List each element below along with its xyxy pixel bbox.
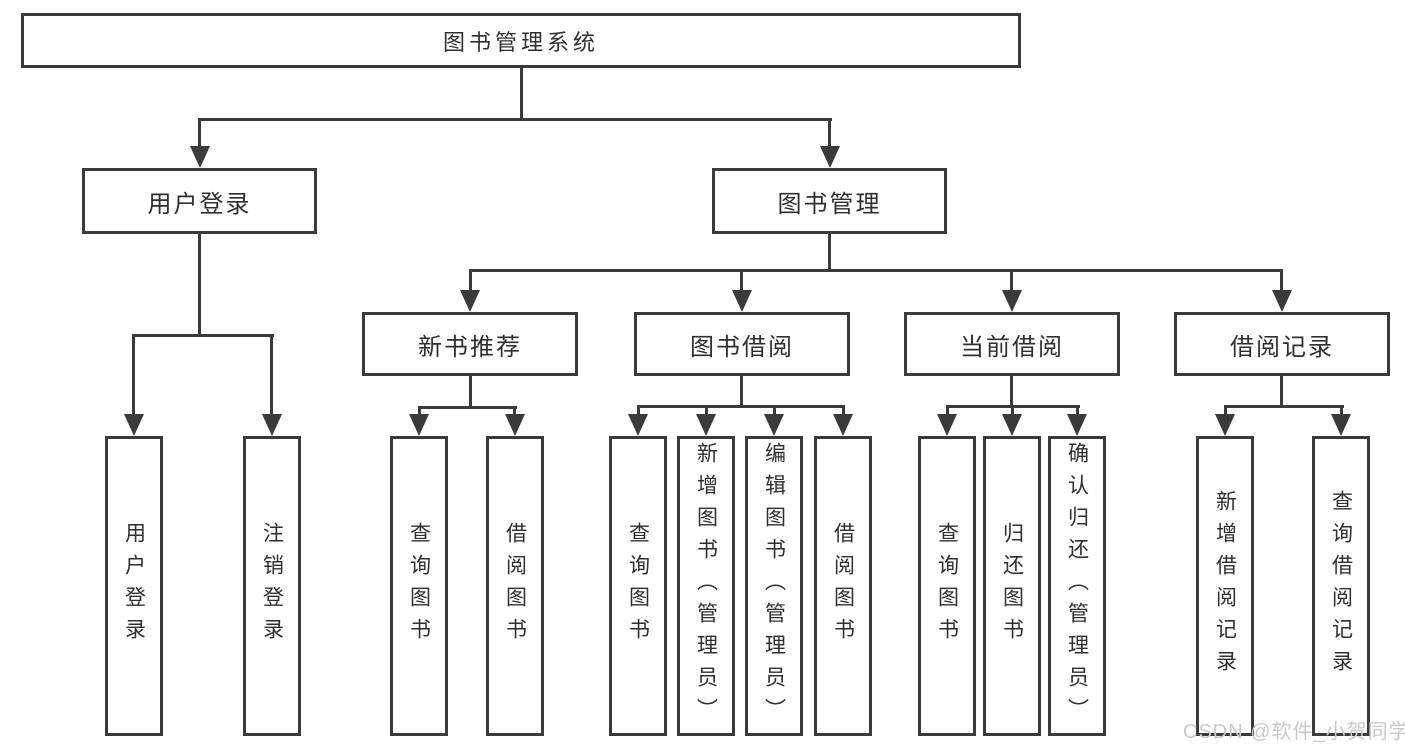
- level3-node-current-borrow: 当前借阅: [904, 312, 1120, 376]
- leaf-node-query-books-current: 查询图书: [918, 436, 976, 736]
- connector-line: [270, 337, 273, 414]
- connector-line: [637, 408, 640, 414]
- connector-line: [946, 408, 949, 414]
- leaf-node-add-borrow-record: 新增借阅记录: [1196, 436, 1254, 736]
- arrow-down-icon: [190, 146, 210, 168]
- leaf-label: 查询借阅记录: [1329, 490, 1353, 682]
- connector-line: [1340, 408, 1343, 414]
- level3-node-borrow-records: 借阅记录: [1174, 312, 1390, 376]
- leaf-label: 归还图书: [1000, 522, 1024, 650]
- leaf-label: 借阅图书: [831, 522, 855, 650]
- connector-line: [513, 409, 516, 414]
- connector-line: [469, 272, 472, 290]
- connector-line: [469, 269, 1283, 272]
- leaf-label: 确认归还（管理员）: [1065, 442, 1089, 730]
- arrow-down-icon: [1215, 414, 1235, 436]
- leaf-label: 新增借阅记录: [1213, 490, 1237, 682]
- leaf-node-query-books-recommend: 查询图书: [390, 436, 448, 736]
- arrow-down-icon: [1067, 414, 1087, 436]
- arrow-down-icon: [732, 290, 752, 312]
- arrow-down-icon: [1002, 290, 1022, 312]
- arrow-down-icon: [764, 414, 784, 436]
- leaf-label: 查询图书: [935, 522, 959, 650]
- root-node-library-system: 图书管理系统: [21, 13, 1021, 68]
- leaf-node-return-books: 归还图书: [983, 436, 1041, 736]
- level2-node-user-login: 用户登录: [82, 168, 317, 234]
- connector-line: [198, 118, 832, 121]
- arrow-down-icon: [1002, 414, 1022, 436]
- leaf-label: 借阅图书: [503, 522, 527, 650]
- leaf-label: 用户登录: [122, 522, 146, 650]
- connector-line: [418, 406, 517, 409]
- arrow-down-icon: [460, 290, 480, 312]
- connector-line: [469, 376, 472, 408]
- leaf-label: 新增图书（管理员）: [694, 442, 718, 730]
- arrow-down-icon: [937, 414, 957, 436]
- arrow-down-icon: [124, 414, 144, 436]
- connector-line: [1011, 408, 1014, 414]
- arrow-down-icon: [262, 414, 282, 436]
- connector-line: [705, 408, 708, 414]
- leaf-label: 编辑图书（管理员）: [762, 442, 786, 730]
- arrow-down-icon: [820, 146, 840, 168]
- connector-line: [1280, 272, 1283, 290]
- arrow-down-icon: [505, 414, 525, 436]
- level3-node-new-book-recommend: 新书推荐: [362, 312, 578, 376]
- connector-line: [842, 408, 845, 414]
- csdn-watermark: CSDN @软件_小贺同学: [1183, 721, 1405, 743]
- leaf-node-logout: 注销登录: [243, 436, 301, 736]
- arrow-down-icon: [628, 414, 648, 436]
- leaf-node-query-borrow-record: 查询借阅记录: [1312, 436, 1370, 736]
- leaf-node-edit-books-admin: 编辑图书（管理员）: [745, 436, 803, 736]
- connector-line: [828, 121, 831, 146]
- connector-line: [132, 334, 274, 337]
- leaf-label: 查询图书: [407, 522, 431, 650]
- connector-line: [946, 405, 1080, 408]
- connector-line: [198, 121, 201, 146]
- leaf-node-query-books-borrow: 查询图书: [609, 436, 667, 736]
- connector-line: [520, 67, 523, 120]
- leaf-node-borrow-books: 借阅图书: [814, 436, 872, 736]
- leaf-label: 查询图书: [626, 522, 650, 650]
- connector-line: [637, 405, 845, 408]
- connector-line: [1076, 408, 1079, 414]
- arrow-down-icon: [833, 414, 853, 436]
- arrow-down-icon: [1272, 290, 1292, 312]
- leaf-node-confirm-return-admin: 确认归还（管理员）: [1048, 436, 1106, 736]
- connector-line: [132, 337, 135, 414]
- connector-line: [1010, 272, 1013, 290]
- leaf-node-borrow-books-recommend: 借阅图书: [486, 436, 544, 736]
- connector-line: [1224, 408, 1227, 414]
- connector-line: [1280, 376, 1283, 407]
- connector-line: [773, 408, 776, 414]
- arrow-down-icon: [409, 414, 429, 436]
- connector-line: [1010, 376, 1013, 407]
- leaf-label: 注销登录: [260, 522, 284, 650]
- leaf-node-user-login: 用户登录: [105, 436, 163, 736]
- connector-line: [418, 409, 421, 414]
- arrow-down-icon: [696, 414, 716, 436]
- leaf-node-add-books-admin: 新增图书（管理员）: [677, 436, 735, 736]
- level2-node-book-management: 图书管理: [712, 168, 947, 234]
- connector-line: [740, 272, 743, 290]
- connector-line: [1224, 405, 1344, 408]
- connector-line: [740, 376, 743, 407]
- arrow-down-icon: [1331, 414, 1351, 436]
- connector-line: [828, 234, 831, 271]
- connector-line: [198, 234, 201, 336]
- level3-node-book-borrow: 图书借阅: [634, 312, 850, 376]
